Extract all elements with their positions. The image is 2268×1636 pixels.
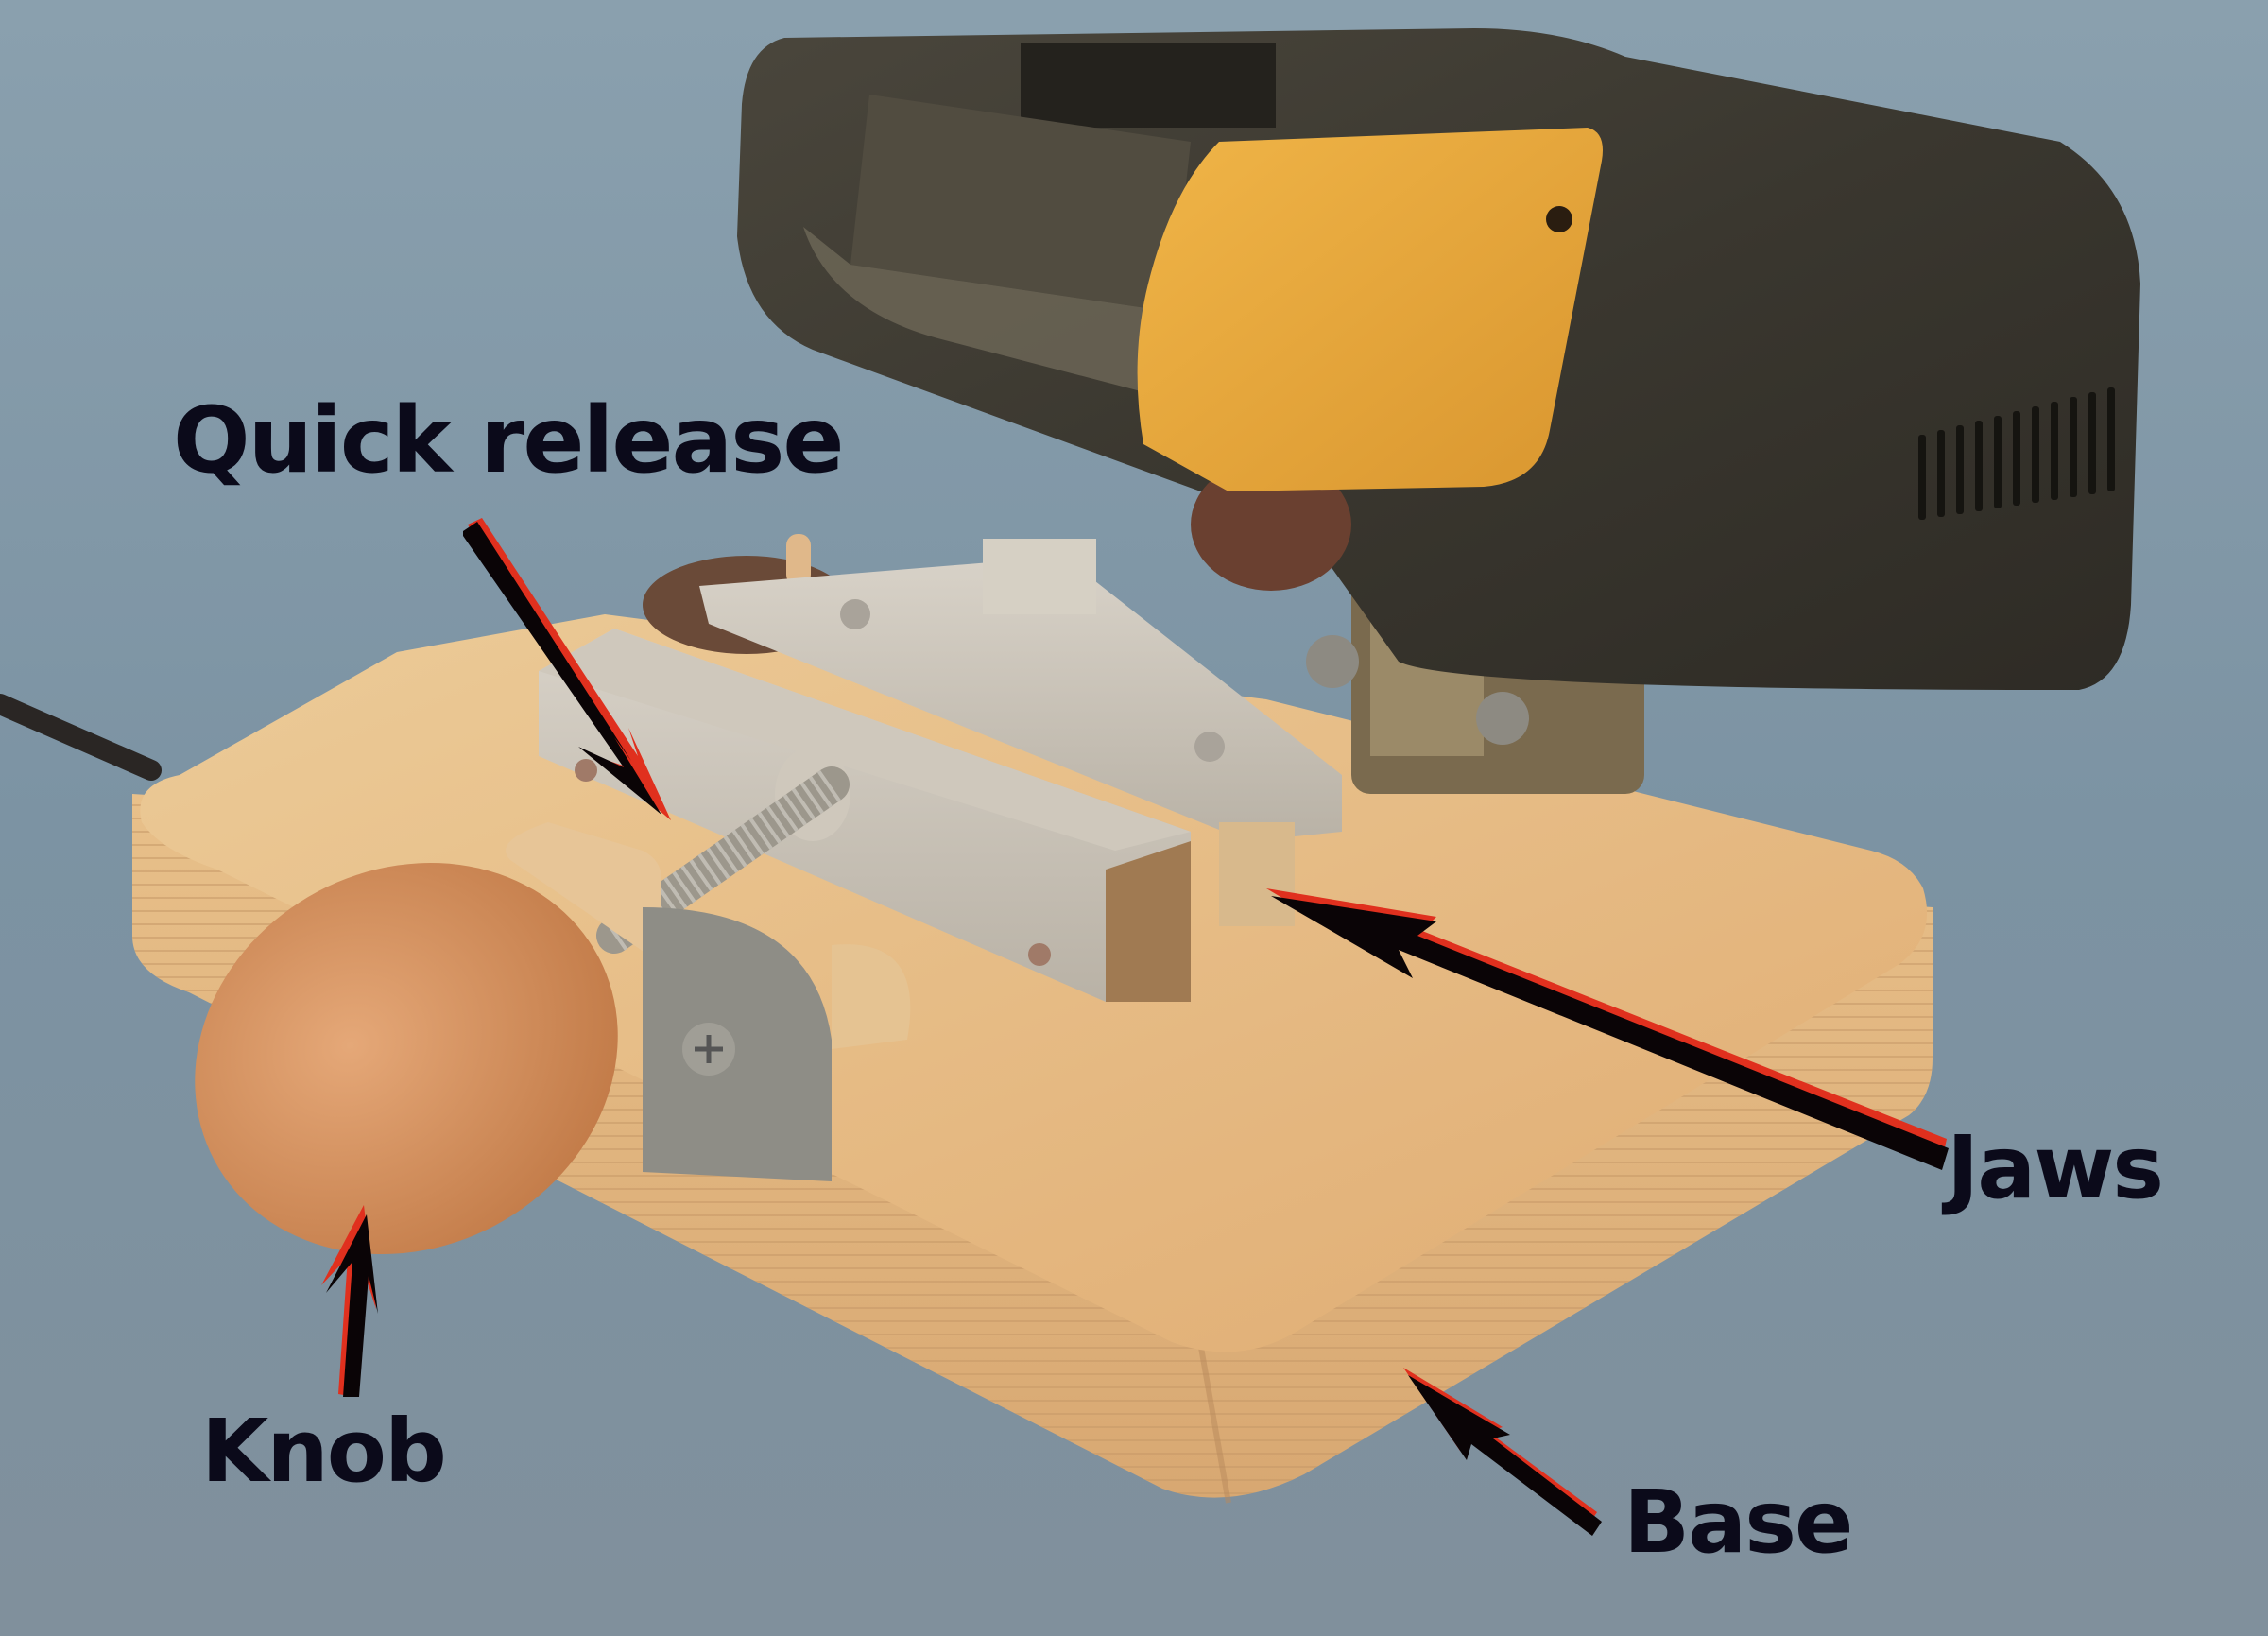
- ventilation-slots: [1918, 387, 2115, 520]
- guard-hole: [1546, 206, 1572, 232]
- callout-label-quick-release: Quick release: [173, 387, 845, 493]
- blade-guard: [1137, 128, 1603, 491]
- callout-label-base: Base: [1624, 1472, 1853, 1573]
- arrow-quick-release: [463, 518, 671, 820]
- cutting-disc: [1191, 458, 1351, 591]
- callout-label-knob: Knob: [201, 1401, 447, 1502]
- vise-jaws: [539, 539, 1342, 1002]
- wooden-knob: [195, 863, 618, 1254]
- callout-label-jaws: Jaws: [1947, 1117, 2164, 1218]
- arrow-base: [1403, 1368, 1602, 1536]
- arrow-knob: [321, 1205, 378, 1397]
- power-cord: [0, 694, 162, 781]
- depth-stop-pin: [786, 534, 811, 586]
- quick-release-screw: [506, 747, 911, 1181]
- arrow-jaws: [1266, 888, 1949, 1170]
